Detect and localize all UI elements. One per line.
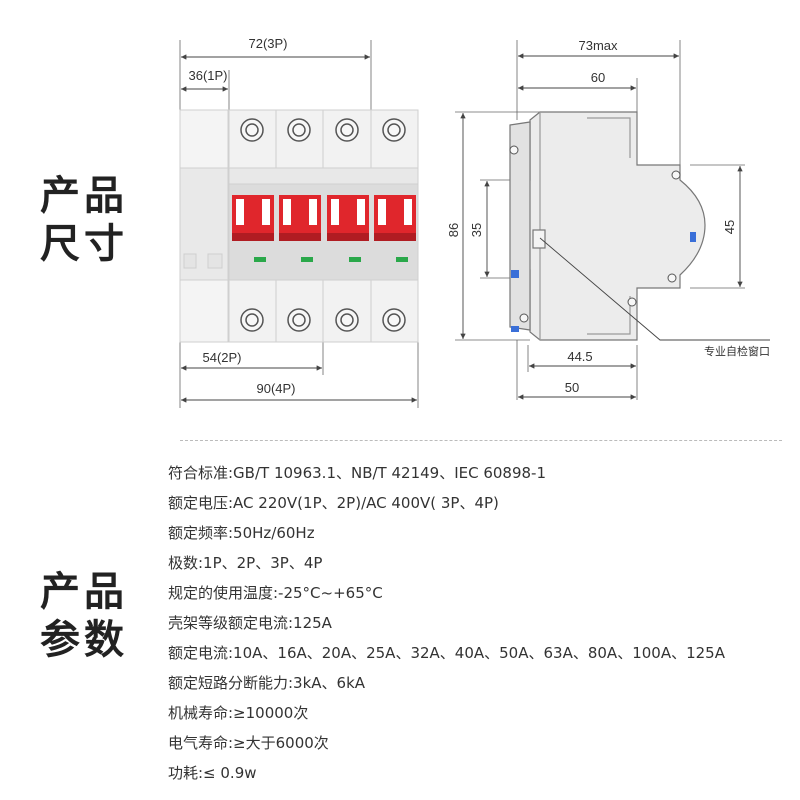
spec-standard: 符合标准:GB/T 10963.1、NB/T 42149、IEC 60898-1 — [168, 464, 547, 482]
spec-temperature: 规定的使用温度:-25°C~+65°C — [168, 584, 383, 602]
front-view-drawing: 72(3P) 36(1P) 54(2P) 90(4P) — [179, 36, 419, 408]
dim-50: 50 — [565, 380, 579, 395]
dim-35: 35 — [469, 223, 484, 237]
heading-line-1: 产品 — [40, 173, 128, 219]
breaker-handles — [232, 195, 416, 241]
spec-list: 符合标准:GB/T 10963.1、NB/T 42149、IEC 60898-1… — [168, 458, 725, 788]
side-screws — [509, 145, 681, 323]
dim-44-5: 44.5 — [567, 349, 592, 364]
dim-86: 86 — [446, 223, 461, 237]
section-divider — [180, 440, 782, 441]
dim-54-2p: 54(2P) — [202, 350, 241, 365]
heading-line-2: 参数 — [40, 617, 128, 663]
spec-voltage: 额定电压:AC 220V(1P、2P)/AC 400V( 3P、4P) — [168, 494, 499, 512]
dim-36-1p: 36(1P) — [188, 68, 227, 83]
din-clips — [511, 232, 696, 332]
terminal-screws-bottom — [240, 308, 406, 332]
dim-90-4p: 90(4P) — [256, 381, 295, 396]
heading-line-2: 尺寸 — [40, 221, 128, 267]
spec-breaking-capacity: 额定短路分断能力:3kA、6kA — [168, 674, 366, 692]
dim-45: 45 — [722, 220, 737, 234]
spec-frame-current: 壳架等级额定电流:125A — [168, 614, 332, 632]
spec-poles: 极数:1P、2P、3P、4P — [168, 554, 323, 572]
dim-73max: 73max — [578, 38, 618, 53]
breaker-side-body — [509, 111, 706, 341]
dim-60: 60 — [591, 70, 605, 85]
side-view-drawing: 73max 60 86 35 45 44.5 50 专业自检窗口 — [446, 38, 770, 400]
spec-electrical-life: 电气寿命:≥大于6000次 — [168, 734, 329, 752]
self-check-window-label: 专业自检窗口 — [704, 344, 770, 358]
spec-rated-current: 额定电流:10A、16A、20A、25A、32A、40A、50A、63A、80A… — [168, 644, 725, 662]
section-heading-size: 产品 尺寸 — [40, 172, 128, 268]
section-heading-params: 产品 参数 — [40, 568, 128, 664]
status-indicators — [254, 257, 408, 262]
spec-mechanical-life: 机械寿命:≥10000次 — [168, 704, 309, 722]
spec-power-consumption: 功耗:≤ 0.9w — [168, 764, 257, 782]
terminal-screws-top — [240, 118, 406, 142]
heading-line-1: 产品 — [40, 569, 128, 615]
spec-frequency: 额定频率:50Hz/60Hz — [168, 524, 315, 542]
dim-72-3p: 72(3P) — [248, 36, 287, 51]
